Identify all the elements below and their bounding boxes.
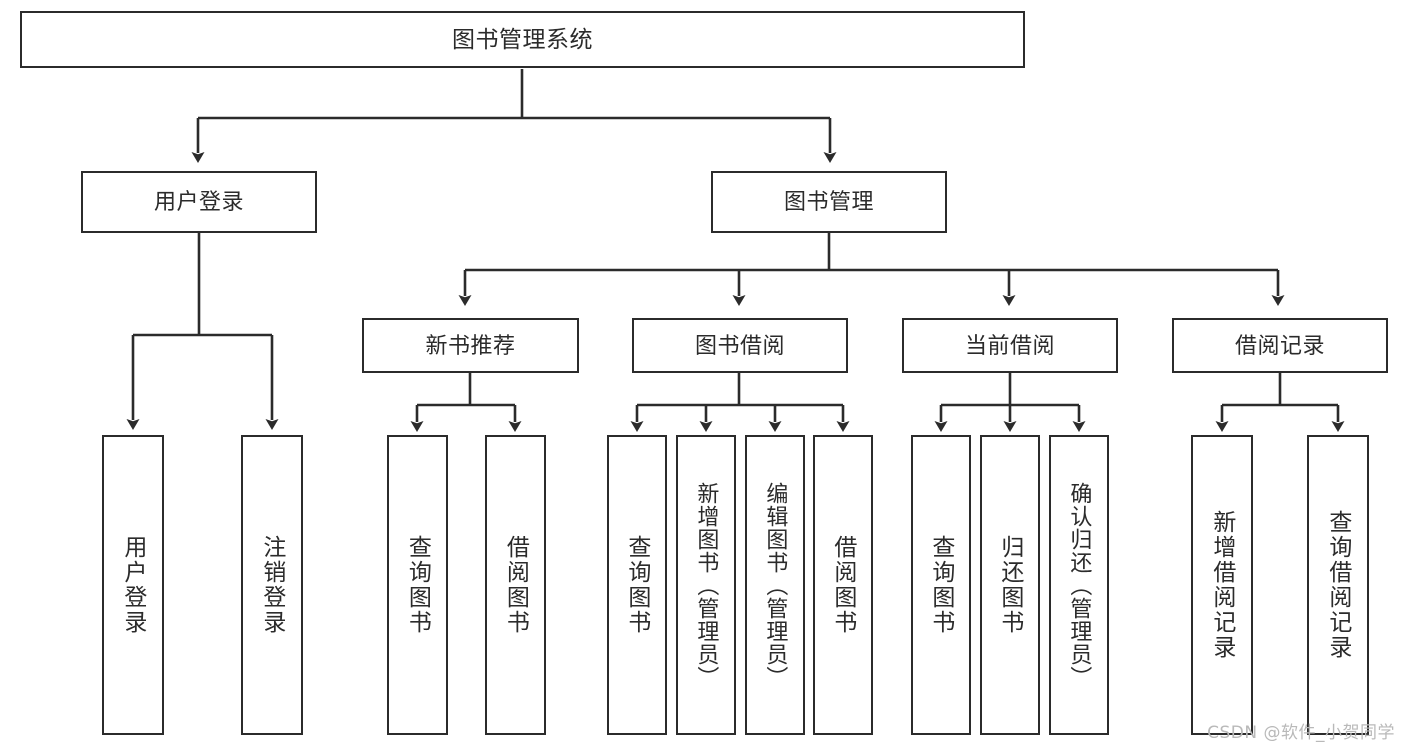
node-book-borrow[interactable]: 图书借阅 [632,318,848,373]
node-root-label: 图书管理系统 [452,25,593,52]
node-leaf-return-book-label: 归还图书 [997,535,1024,635]
node-book-manage[interactable]: 图书管理 [711,171,947,233]
node-leaf-return-book[interactable]: 归还图书 [980,435,1040,735]
node-borrow-record-label: 借阅记录 [1234,332,1325,358]
node-leaf-confirm-return-label: 确认归还（管理员） [1067,481,1093,689]
node-leaf-user-logout[interactable]: 注销登录 [241,435,303,735]
node-leaf-confirm-return[interactable]: 确认归还（管理员） [1049,435,1109,735]
node-new-book-rec-label: 新书推荐 [425,332,516,358]
node-leaf-query-book-3-label: 查询图书 [928,535,955,635]
node-root[interactable]: 图书管理系统 [20,11,1025,68]
node-leaf-borrow-book-2[interactable]: 借阅图书 [813,435,873,735]
node-user-login[interactable]: 用户登录 [81,171,317,233]
node-current-borrow-label: 当前借阅 [964,332,1055,358]
node-leaf-query-book-1[interactable]: 查询图书 [387,435,448,735]
node-new-book-rec[interactable]: 新书推荐 [362,318,579,373]
node-book-manage-label: 图书管理 [783,189,874,215]
node-leaf-user-logout-label: 注销登录 [259,535,286,635]
node-leaf-add-record[interactable]: 新增借阅记录 [1191,435,1253,735]
node-leaf-user-login-label: 用户登录 [120,535,147,635]
csdn-watermark: CSDN @软件_小贺同学 [1207,723,1395,743]
node-leaf-edit-book[interactable]: 编辑图书（管理员） [745,435,805,735]
node-leaf-query-book-3[interactable]: 查询图书 [911,435,971,735]
node-leaf-query-record-label: 查询借阅记录 [1325,510,1352,660]
node-leaf-query-book-2-label: 查询图书 [624,535,651,635]
node-leaf-add-book-label: 新增图书（管理员） [694,481,720,689]
node-leaf-borrow-book-2-label: 借阅图书 [830,535,857,635]
node-current-borrow[interactable]: 当前借阅 [902,318,1118,373]
node-leaf-query-record[interactable]: 查询借阅记录 [1307,435,1369,735]
node-leaf-edit-book-label: 编辑图书（管理员） [763,481,789,689]
node-leaf-query-book-1-label: 查询图书 [405,535,432,635]
node-user-login-label: 用户登录 [153,189,244,215]
node-borrow-record[interactable]: 借阅记录 [1172,318,1388,373]
node-book-borrow-label: 图书借阅 [694,332,785,358]
node-leaf-add-record-label: 新增借阅记录 [1209,510,1236,660]
node-leaf-user-login[interactable]: 用户登录 [102,435,164,735]
node-leaf-query-book-2[interactable]: 查询图书 [607,435,667,735]
node-leaf-borrow-book-1[interactable]: 借阅图书 [485,435,546,735]
node-leaf-add-book[interactable]: 新增图书（管理员） [676,435,736,735]
node-leaf-borrow-book-1-label: 借阅图书 [503,535,530,635]
